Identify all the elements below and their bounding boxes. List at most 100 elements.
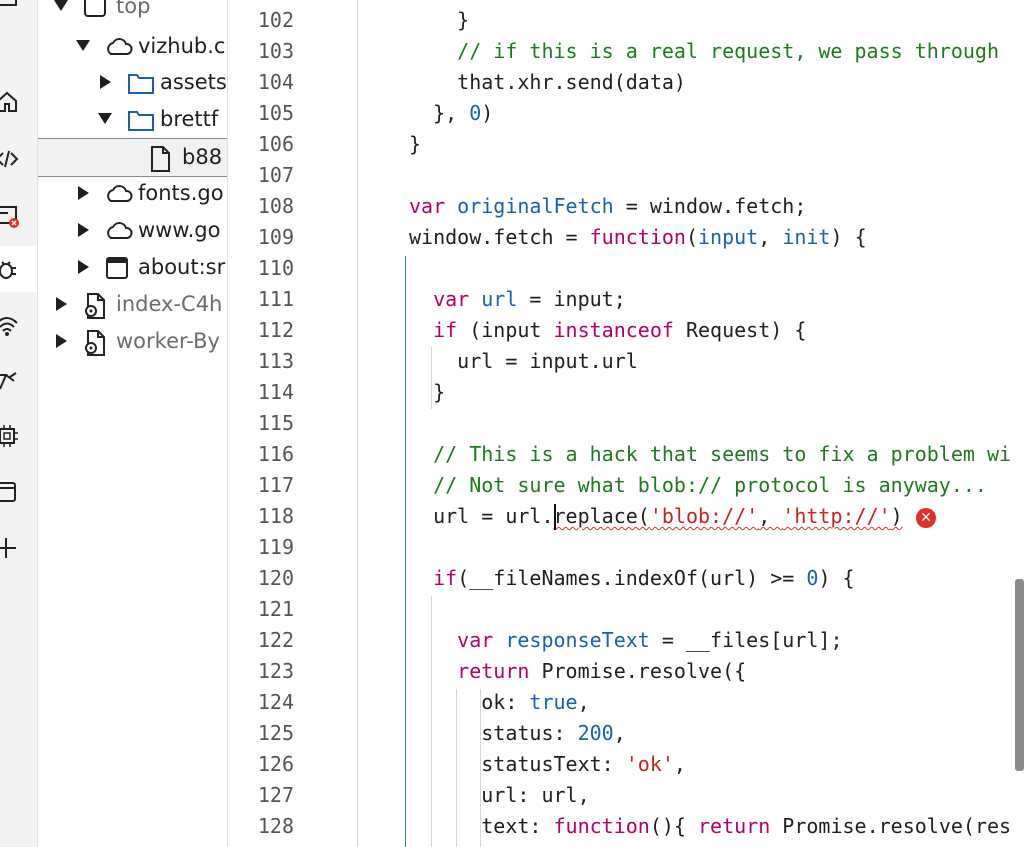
- code-line: }: [409, 129, 421, 160]
- panel-edge-icon[interactable]: [0, 0, 37, 18]
- tree-item[interactable]: fonts.go: [38, 175, 227, 212]
- code-token: 'ok': [625, 752, 674, 776]
- code-token: init: [782, 225, 831, 249]
- application-icon[interactable]: [0, 472, 37, 512]
- collapsed-arrow-icon[interactable]: [78, 223, 89, 237]
- code-token: ,: [673, 752, 686, 776]
- code-line: var responseText = __files[url];: [409, 625, 842, 656]
- collapsed-arrow-icon[interactable]: [56, 334, 67, 348]
- code-token: ): [481, 101, 494, 125]
- tree-item-label: www.go: [138, 218, 221, 242]
- expanded-arrow-icon[interactable]: [98, 113, 112, 124]
- code-line: if(__fileNames.indexOf(url) >= 0) {: [409, 563, 854, 594]
- collapsed-arrow-icon[interactable]: [78, 186, 89, 200]
- tree-item[interactable]: about:sr: [38, 249, 227, 286]
- console-error-icon[interactable]: [0, 196, 37, 236]
- code-token: ,: [613, 721, 626, 745]
- tree-item[interactable]: brettf: [38, 101, 227, 138]
- code-token: 200: [577, 721, 614, 745]
- tree-item[interactable]: www.go: [38, 212, 227, 249]
- code-token: 0: [469, 101, 482, 125]
- code-token: [409, 566, 433, 590]
- tree-item[interactable]: vizhub.c: [38, 28, 227, 65]
- line-number: 111: [257, 287, 294, 311]
- code-line: // This is a hack that seems to fix a pr…: [409, 439, 1011, 470]
- indent-guide: [357, 0, 358, 847]
- code-line: if (input instanceof Request) {: [409, 315, 806, 346]
- line-number: 102: [257, 8, 294, 32]
- code-token: input: [698, 225, 759, 249]
- line-number: 108: [257, 194, 294, 218]
- line-number: 117: [257, 473, 294, 497]
- tree-item[interactable]: assets: [38, 64, 227, 101]
- memory-icon[interactable]: [0, 416, 37, 456]
- code-editor[interactable]: } // if this is a real request, we pass …: [320, 0, 1024, 847]
- gear-file-icon: [82, 292, 110, 323]
- code-line: var originalFetch = window.fetch;: [409, 191, 806, 222]
- code-token: status:: [409, 721, 578, 745]
- code-token: statusText:: [409, 752, 626, 776]
- code-line: window.fetch = function(input, init) {: [409, 222, 867, 253]
- code-line: }: [409, 377, 445, 408]
- error-badge-icon[interactable]: ✕: [916, 508, 936, 528]
- line-number: 103: [257, 39, 294, 63]
- code-token: Promise.resolve({: [529, 659, 747, 683]
- line-number: 121: [257, 597, 294, 621]
- code-token: instanceof: [553, 318, 674, 342]
- line-number: 116: [257, 442, 294, 466]
- network-icon[interactable]: [0, 306, 37, 346]
- line-number: 110: [257, 256, 294, 280]
- cloud-icon: [104, 218, 134, 248]
- tree-item[interactable]: b88: [38, 138, 227, 177]
- line-number: 115: [257, 411, 294, 435]
- expanded-arrow-icon[interactable]: [54, 0, 68, 11]
- tree-item-label: index-C4h: [116, 292, 223, 316]
- line-number: 127: [257, 783, 294, 807]
- vertical-scrollbar[interactable]: [1015, 579, 1024, 771]
- code-token: return: [698, 814, 771, 838]
- indent-guide: [431, 596, 432, 847]
- code-token: ): [890, 504, 903, 528]
- tree-item-label: top: [116, 0, 151, 18]
- code-line: // if this is a real request, we pass th…: [409, 36, 999, 67]
- collapsed-arrow-icon[interactable]: [100, 75, 111, 89]
- indent-guide: [456, 689, 457, 847]
- tree-item[interactable]: top: [38, 0, 227, 25]
- activity-bar: [0, 0, 38, 847]
- add-tool-icon[interactable]: [0, 528, 37, 568]
- line-number: 107: [257, 163, 294, 187]
- code-token: = window.fetch;: [613, 194, 807, 218]
- code-token: [409, 628, 457, 652]
- indent-guide: [431, 347, 432, 409]
- code-token: ok:: [409, 690, 530, 714]
- tree-item-label: worker-By: [116, 329, 220, 353]
- code-token: ) {: [830, 225, 867, 249]
- line-number: 114: [257, 380, 294, 404]
- code-token: // if this is a real request, we pass th…: [409, 39, 1000, 63]
- tree-item[interactable]: index-C4h: [38, 286, 227, 323]
- cloud-icon: [104, 181, 134, 211]
- code-token: }: [409, 132, 422, 156]
- tree-item-label: about:sr: [138, 255, 226, 279]
- collapsed-arrow-icon[interactable]: [78, 260, 89, 274]
- code-token: 0: [806, 566, 819, 590]
- expanded-arrow-icon[interactable]: [76, 40, 90, 51]
- home-icon[interactable]: [0, 82, 37, 122]
- collapsed-arrow-icon[interactable]: [56, 297, 67, 311]
- line-number: 123: [257, 659, 294, 683]
- code-token: }: [409, 380, 446, 404]
- code-token: text:: [409, 814, 554, 838]
- code-token: if: [433, 318, 458, 342]
- code-token: (__fileNames.indexOf(url) >=: [457, 566, 807, 590]
- code-token: true: [529, 690, 578, 714]
- line-number: 106: [257, 132, 294, 156]
- gear-file-icon: [82, 329, 110, 360]
- code-token: (: [685, 225, 698, 249]
- sources-icon[interactable]: [0, 139, 37, 179]
- code-line: text: function(){ return Promise.resolve…: [409, 811, 1011, 842]
- performance-icon[interactable]: [0, 360, 37, 400]
- code-token: [409, 318, 433, 342]
- debugger-icon[interactable]: [0, 246, 37, 292]
- tree-item[interactable]: worker-By: [38, 323, 227, 360]
- line-number: 104: [257, 70, 294, 94]
